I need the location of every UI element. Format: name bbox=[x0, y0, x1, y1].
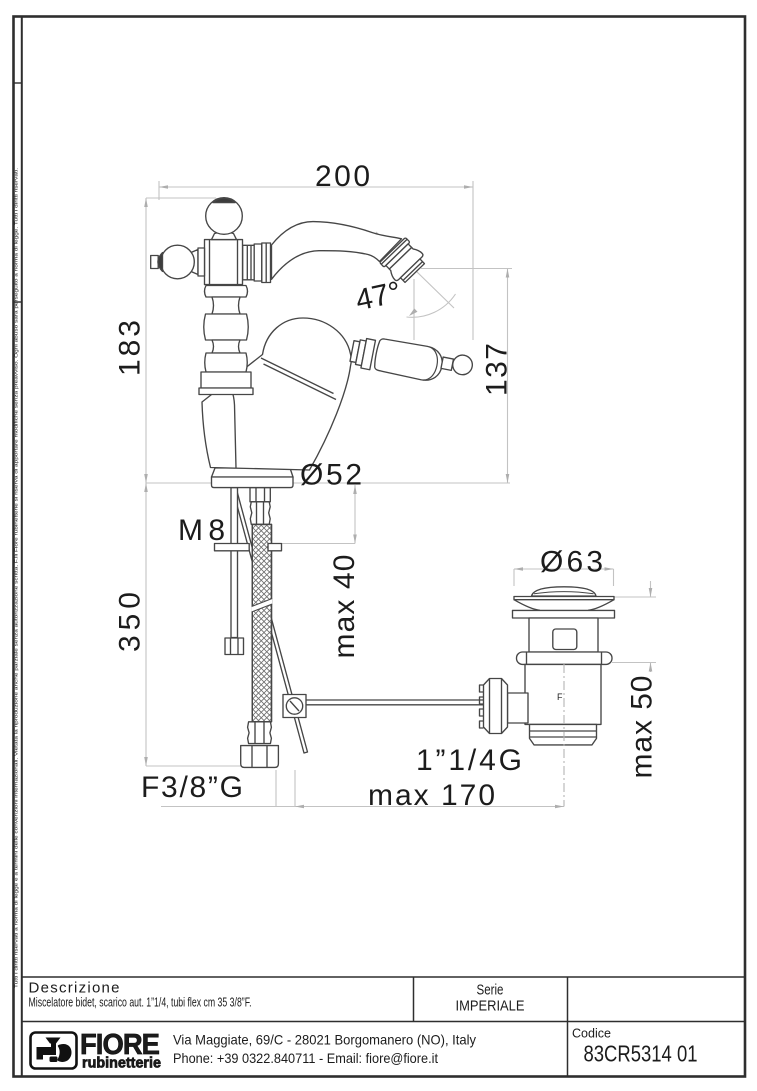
svg-text:137: 137 bbox=[481, 343, 514, 396]
svg-text:Ø63: Ø63 bbox=[540, 546, 603, 579]
svg-text:Via Maggiate, 69/C - 28021 Bor: Via Maggiate, 69/C - 28021 Borgomanero (… bbox=[173, 1032, 476, 1048]
svg-text:1”1/4G: 1”1/4G bbox=[416, 744, 522, 777]
svg-text:350: 350 bbox=[114, 592, 147, 652]
svg-text:183: 183 bbox=[114, 320, 147, 376]
svg-text:Miscelatore bidet, scarico aut: Miscelatore bidet, scarico aut. 1”1/4, t… bbox=[29, 996, 252, 1010]
svg-text:Phone: +39 0322.840711 - Email: Phone: +39 0322.840711 - Email: fiore@fi… bbox=[173, 1050, 438, 1066]
svg-text:max 40: max 40 bbox=[328, 555, 361, 659]
svg-text:max 50: max 50 bbox=[626, 676, 659, 779]
svg-text:Ø52: Ø52 bbox=[300, 459, 362, 492]
svg-text:FIORE: FIORE bbox=[80, 1029, 160, 1061]
svg-text:F3/8”G: F3/8”G bbox=[141, 771, 243, 804]
svg-text:Serie: Serie bbox=[477, 983, 504, 999]
svg-text:rubinetterie: rubinetterie bbox=[82, 1056, 161, 1072]
svg-text:83CR5314 01: 83CR5314 01 bbox=[584, 1041, 698, 1067]
svg-text:Descrizione: Descrizione bbox=[29, 980, 120, 997]
svg-text:Tutti i diritti riservati a no: Tutti i diritti riservati a norma di leg… bbox=[14, 168, 19, 988]
svg-text:M8: M8 bbox=[178, 514, 225, 547]
svg-text:Codice: Codice bbox=[572, 1026, 611, 1041]
svg-text:IMPERIALE: IMPERIALE bbox=[456, 998, 525, 1015]
svg-text:F: F bbox=[557, 692, 563, 702]
svg-text:200: 200 bbox=[315, 160, 370, 193]
svg-text:max 170: max 170 bbox=[368, 779, 495, 812]
